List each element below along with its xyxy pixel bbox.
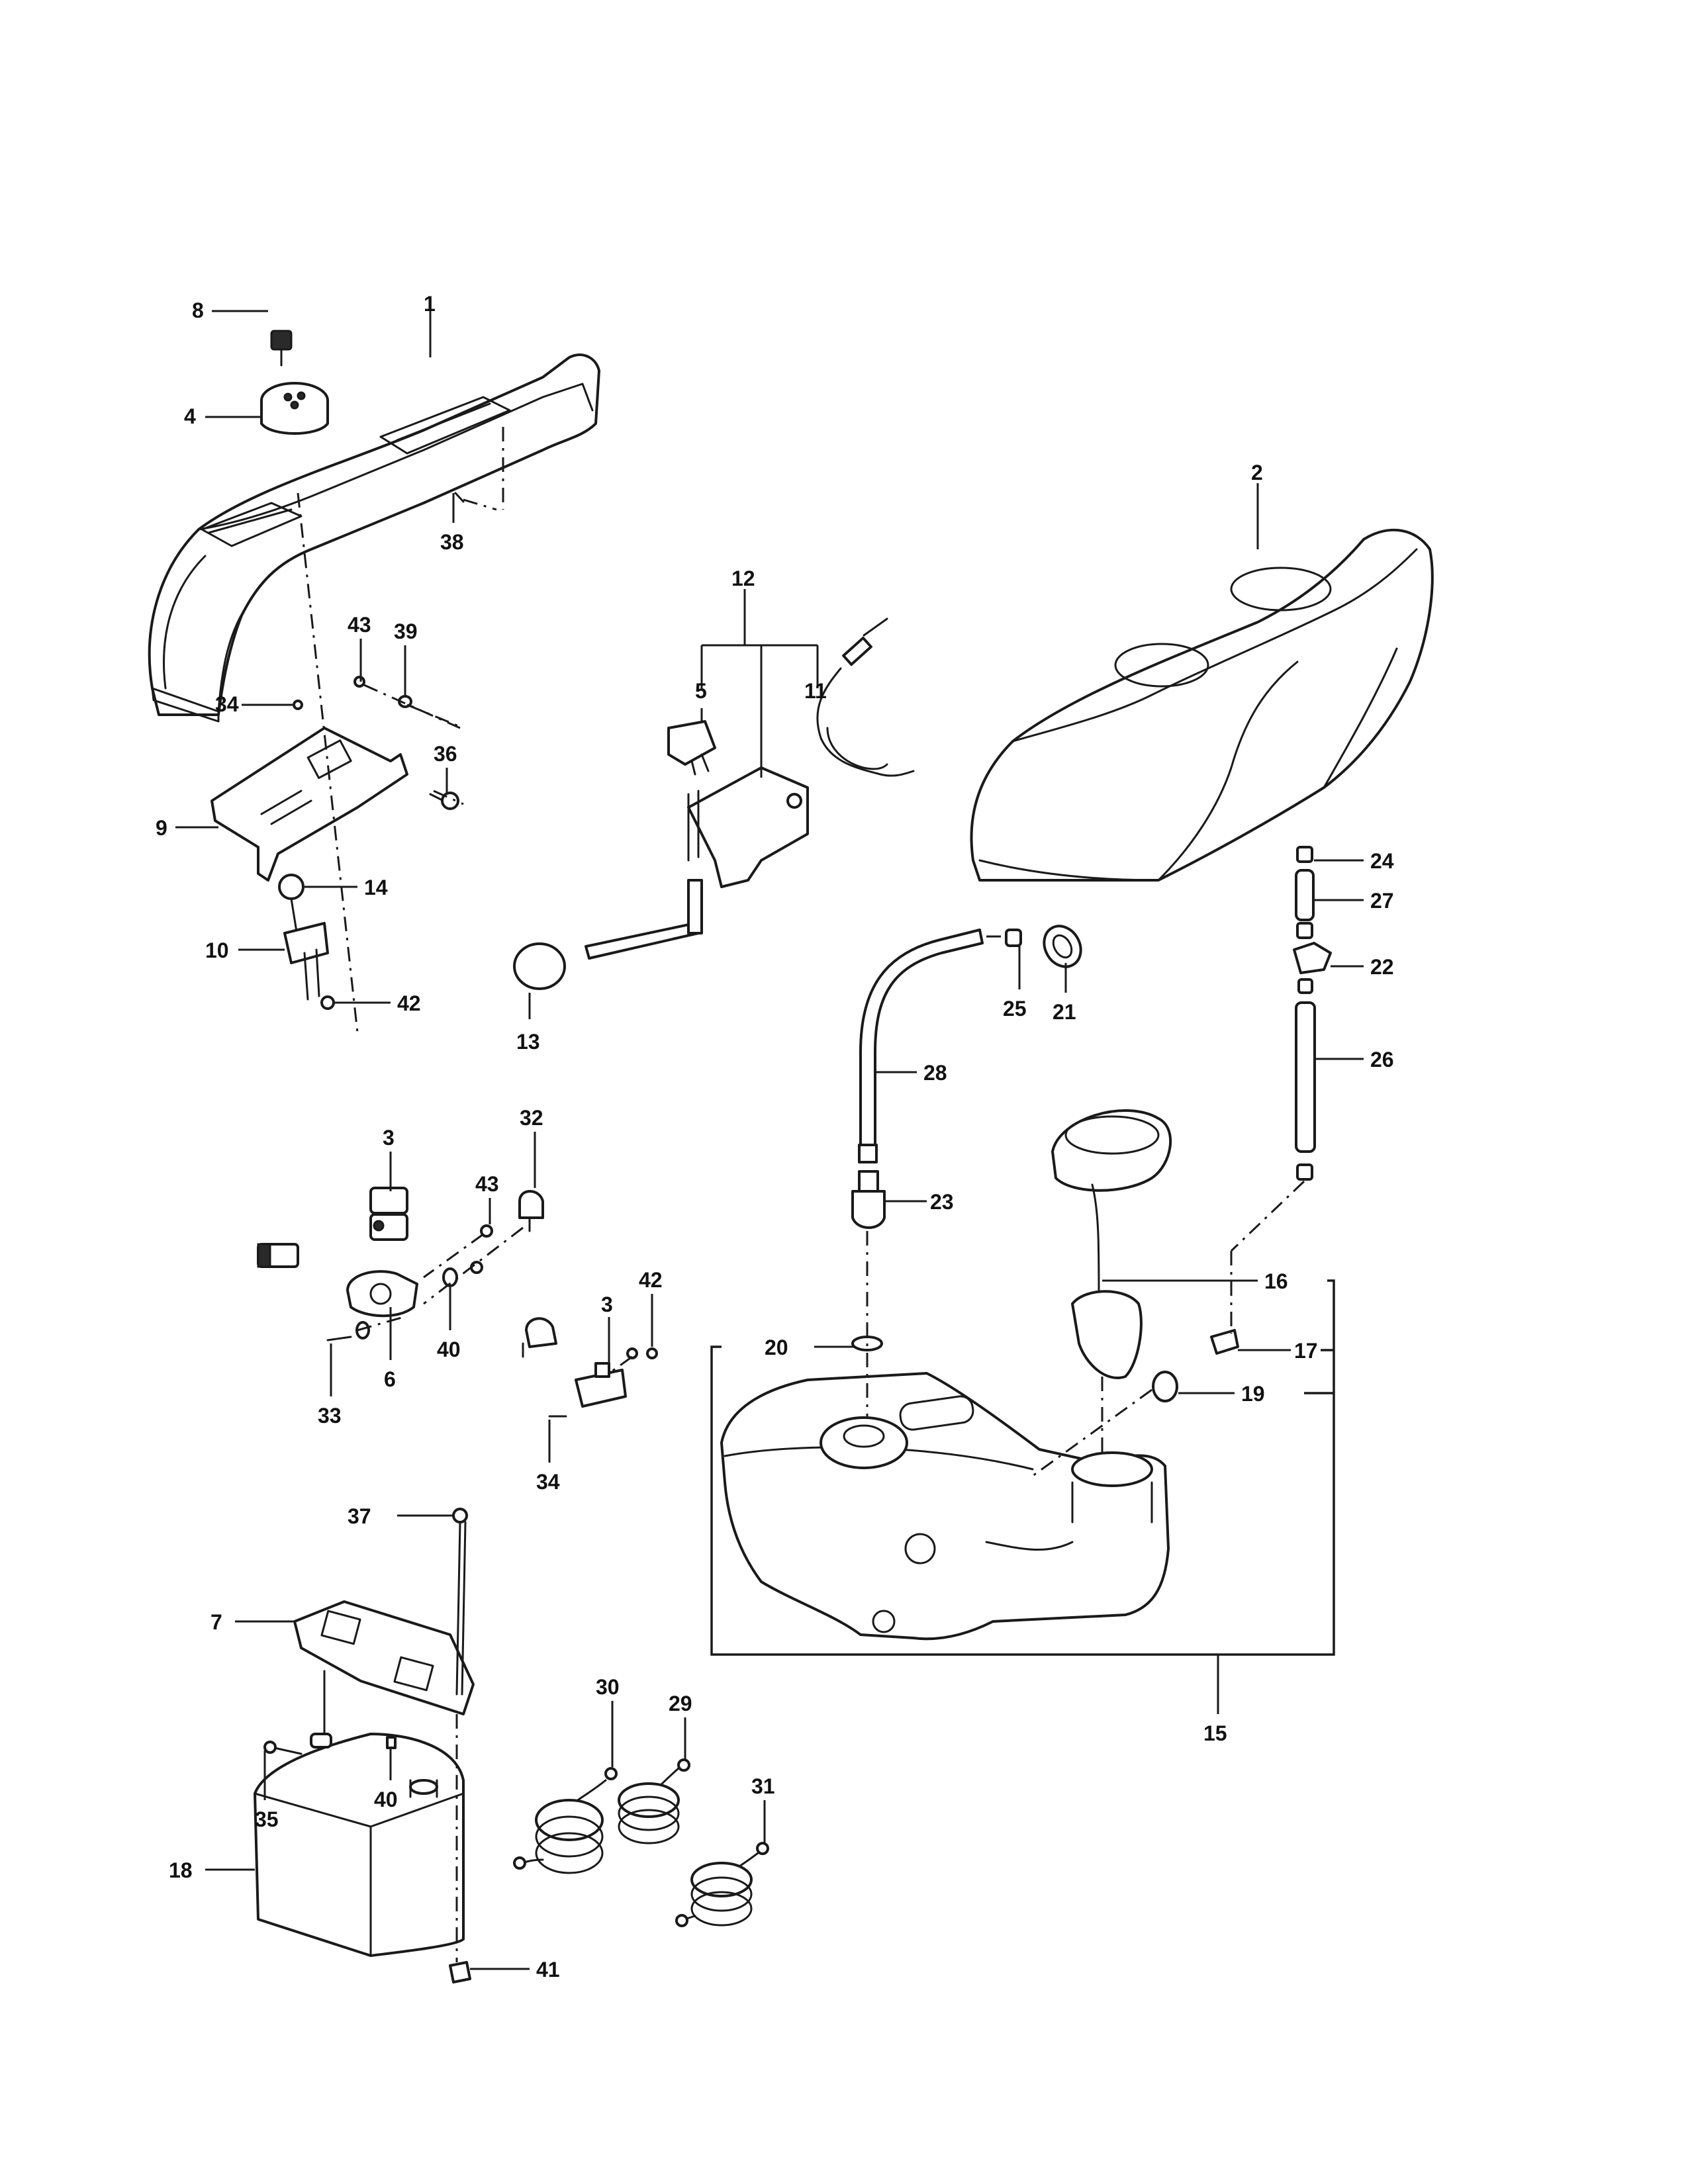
callout-43-top: 43 xyxy=(348,613,371,637)
part-rod-37 xyxy=(323,1508,468,1755)
callout-1: 1 xyxy=(424,292,436,316)
part-handle-13 xyxy=(513,879,703,990)
part-plunger-32 xyxy=(518,1190,544,1232)
callout-38: 38 xyxy=(440,530,464,554)
part-plunger-lower xyxy=(522,1317,557,1358)
part-cable-31 xyxy=(675,1842,769,1927)
callout-7: 7 xyxy=(211,1610,222,1634)
part-ignition-key xyxy=(270,330,293,367)
part-cable-29 xyxy=(618,1758,690,1844)
part-battery-18 xyxy=(254,1733,465,1957)
callout-31: 31 xyxy=(751,1774,775,1798)
part-cable-30 xyxy=(513,1767,618,1874)
assembly-lines xyxy=(297,427,1305,1962)
callout-32: 32 xyxy=(520,1106,543,1130)
part-console-bracket xyxy=(211,727,408,882)
part-rear-fender xyxy=(970,528,1434,882)
part-switch-5 xyxy=(667,720,716,776)
part-front-console xyxy=(148,353,600,723)
callout-8: 8 xyxy=(192,298,204,322)
callout-23: 23 xyxy=(930,1190,954,1214)
part-switch-3-lower xyxy=(575,1362,627,1408)
callout-21: 21 xyxy=(1053,1000,1076,1024)
callout-3-upper: 3 xyxy=(383,1126,395,1150)
callout-40-mid: 40 xyxy=(437,1338,461,1361)
callout-25: 25 xyxy=(1003,997,1027,1021)
callout-13: 13 xyxy=(516,1030,540,1054)
callout-12: 12 xyxy=(731,567,755,590)
callout-42-top: 42 xyxy=(397,991,421,1015)
part-lever-10 xyxy=(283,922,329,1001)
callout-2: 2 xyxy=(1251,461,1263,484)
part-cap-25 xyxy=(1005,929,1022,947)
part-switch-3-upper xyxy=(369,1187,408,1241)
callout-41: 41 xyxy=(536,1958,560,1981)
callout-36: 36 xyxy=(434,742,457,766)
callout-15: 15 xyxy=(1203,1721,1227,1745)
callout-4: 4 xyxy=(184,404,196,428)
callout-5: 5 xyxy=(695,679,707,703)
callout-16: 16 xyxy=(1264,1269,1288,1293)
callout-28: 28 xyxy=(923,1061,947,1085)
part-vent-assembly xyxy=(1293,846,1332,1181)
callout-24: 24 xyxy=(1370,849,1394,873)
callout-19: 19 xyxy=(1241,1382,1265,1406)
callout-37: 37 xyxy=(348,1504,371,1528)
callout-34-mid: 34 xyxy=(536,1470,560,1494)
part-fuel-filter-23 xyxy=(851,1170,886,1229)
part-knob-14 xyxy=(278,874,305,941)
part-fuel-cap-16 xyxy=(1051,1109,1172,1379)
part-ignition-switch xyxy=(260,382,329,435)
callout-22: 22 xyxy=(1370,955,1394,979)
callout-42-mid: 42 xyxy=(639,1268,663,1292)
callout-27: 27 xyxy=(1370,889,1394,913)
part-battery-holddown-7 xyxy=(293,1600,475,1715)
callout-39: 39 xyxy=(394,619,418,643)
callout-30: 30 xyxy=(596,1675,620,1699)
leader-lines xyxy=(175,310,1364,1970)
callout-14: 14 xyxy=(364,876,388,899)
part-hardware xyxy=(293,492,658,1418)
callout-20: 20 xyxy=(765,1336,788,1359)
part-fuel-line-28 xyxy=(858,929,984,1163)
part-grommet-19 xyxy=(1152,1371,1178,1402)
callout-17: 17 xyxy=(1294,1339,1318,1363)
callout-34-top: 34 xyxy=(215,692,239,716)
callout-10: 10 xyxy=(205,938,229,962)
callout-9: 9 xyxy=(156,816,167,840)
callout-3-lower: 3 xyxy=(601,1293,613,1316)
part-grommet-21 xyxy=(1043,925,1082,968)
callout-26: 26 xyxy=(1370,1048,1394,1071)
callout-29: 29 xyxy=(669,1692,692,1715)
callout-33: 33 xyxy=(318,1404,342,1428)
part-fuel-tank-15 xyxy=(720,1372,1170,1641)
part-throttle-cable-11 xyxy=(816,617,915,777)
callout-labels: 1 8 4 38 2 12 5 11 13 43 39 34 36 9 14 1… xyxy=(156,292,1394,1981)
callout-11: 11 xyxy=(804,679,827,703)
part-control-plate-12 xyxy=(687,766,809,888)
callout-6: 6 xyxy=(384,1367,396,1391)
callout-43-mid: 43 xyxy=(475,1172,499,1196)
callout-35: 35 xyxy=(255,1807,279,1831)
callout-18: 18 xyxy=(169,1858,193,1882)
callout-40-low: 40 xyxy=(374,1788,398,1811)
part-nut-41 xyxy=(449,1961,471,1983)
part-plug xyxy=(257,1243,299,1268)
part-fitting-17 xyxy=(1210,1329,1239,1355)
part-switch-6 xyxy=(346,1270,418,1318)
